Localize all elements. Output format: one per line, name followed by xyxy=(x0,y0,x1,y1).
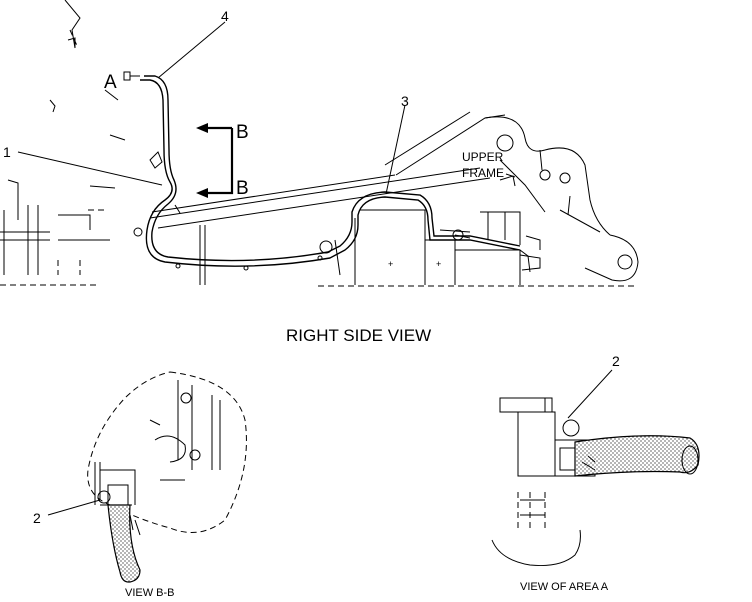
right-side-view: + + B B A xyxy=(0,0,639,345)
upper-frame-label-line1: UPPER xyxy=(462,150,504,164)
section-b-top-label: B xyxy=(236,122,249,143)
section-b-bottom-label: B xyxy=(236,178,249,199)
area-a-label: A xyxy=(104,72,117,93)
machine-left-structure xyxy=(0,0,143,286)
view-of-area-a-caption: VIEW OF AREA A xyxy=(520,581,609,593)
callout-4: 4 xyxy=(221,8,229,24)
view-b-b-caption: VIEW B-B xyxy=(125,587,175,599)
callout-1: 1 xyxy=(3,144,11,160)
right-side-view-caption: RIGHT SIDE VIEW xyxy=(286,326,431,345)
wiring-harness xyxy=(123,71,531,273)
section-marker-b: B B xyxy=(196,122,249,199)
upper-frame-label-line2: FRAME xyxy=(462,166,504,180)
callouts-right-side: 4 1 3 UPPER FRAME xyxy=(3,8,516,195)
svg-text:+: + xyxy=(388,259,393,269)
callout-2-view-bb: 2 xyxy=(33,510,41,526)
svg-text:+: + xyxy=(436,259,441,269)
view-b-b: 2 VIEW B-B xyxy=(33,371,247,599)
view-of-area-a: 2 VIEW OF AREA A xyxy=(491,353,700,593)
callout-3: 3 xyxy=(401,93,409,109)
callout-2-area-a: 2 xyxy=(612,353,620,369)
